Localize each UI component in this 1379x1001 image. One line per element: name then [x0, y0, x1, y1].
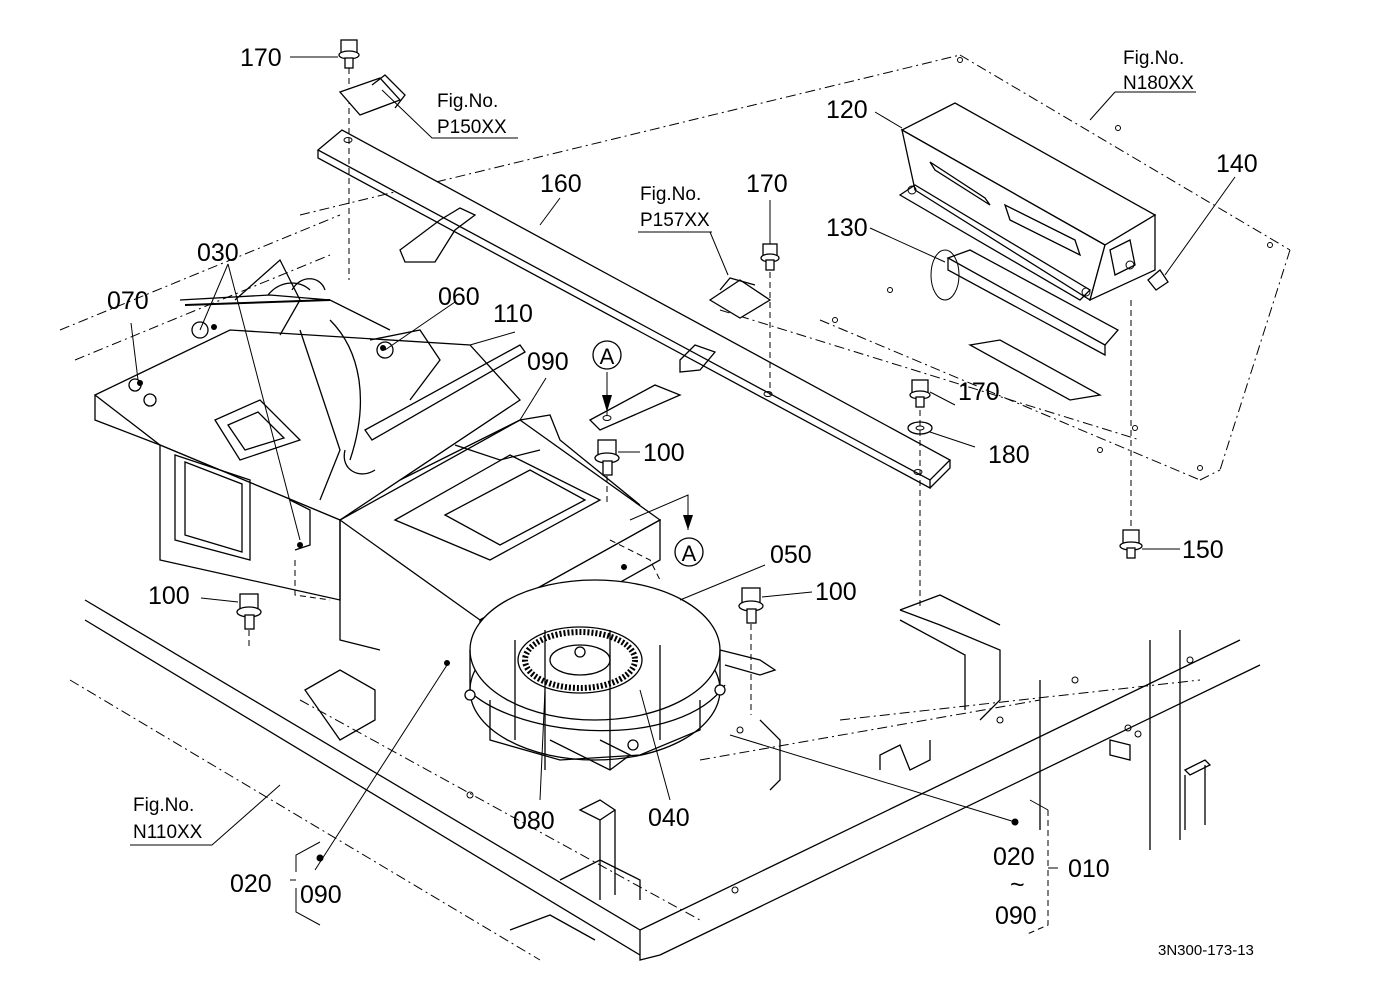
figure-ref-p157: Fig.No. P157XX	[640, 184, 710, 231]
figure-ref-line1: Fig.No.	[640, 184, 701, 205]
cab-floor-frame	[59, 54, 1291, 961]
figure-ref-line2: P150XX	[437, 117, 507, 138]
label-170: 170	[958, 378, 1000, 406]
label-130: 130	[826, 214, 868, 242]
label-120: 120	[826, 96, 868, 124]
view-marker-label: A	[600, 344, 615, 369]
bolt-170-right	[899, 379, 1001, 626]
label-170: 170	[240, 44, 282, 72]
part-130-seal	[930, 249, 1120, 357]
fan-blades	[522, 629, 638, 691]
label-range-tilde: ~	[1010, 871, 1025, 899]
drawing-code: 3N300-173-13	[1158, 942, 1254, 959]
label-080: 080	[513, 807, 555, 835]
label-010: 010	[1068, 855, 1110, 883]
bolt-170-middle	[708, 243, 780, 395]
label-060: 060	[438, 283, 480, 311]
label-150: 150	[1182, 536, 1224, 564]
view-marker-a-top: A	[592, 340, 622, 370]
floor-plate-right	[832, 57, 1273, 471]
label-050: 050	[770, 541, 812, 569]
label-030: 030	[197, 239, 239, 267]
figure-ref-line1: Fig.No.	[437, 91, 498, 112]
part-labels: 170 160 170 120 130 140 030 070 060 110 …	[107, 44, 1258, 930]
label-090: 090	[300, 881, 342, 909]
bolt-100-right	[738, 587, 764, 715]
bolt-100-left	[236, 593, 262, 648]
view-marker-a-bottom: A	[674, 537, 704, 567]
bolt-100-center	[594, 439, 620, 505]
blower-fan-assembly	[464, 579, 777, 771]
label-040: 040	[648, 804, 690, 832]
label-020: 020	[993, 843, 1035, 871]
figure-ref-n180: Fig.No. N180XX	[1123, 48, 1194, 94]
figure-ref-p150: Fig.No. P150XX	[437, 91, 507, 138]
label-070: 070	[107, 287, 149, 315]
leader-lines	[130, 56, 1236, 936]
label-160: 160	[540, 170, 582, 198]
view-marker-label: A	[682, 541, 697, 566]
figure-ref-line2: P157XX	[640, 210, 710, 231]
label-100: 100	[148, 582, 190, 610]
label-090: 090	[995, 902, 1037, 930]
label-170: 170	[746, 170, 788, 198]
bolt-150	[1119, 300, 1143, 559]
figure-ref-n110: Fig.No. N110XX	[133, 795, 203, 843]
label-180: 180	[988, 441, 1030, 469]
label-140: 140	[1216, 150, 1258, 178]
figure-ref-line1: Fig.No.	[133, 795, 194, 816]
figure-ref-line1: Fig.No.	[1123, 48, 1184, 69]
label-020: 020	[230, 870, 272, 898]
label-090: 090	[527, 348, 569, 376]
figure-ref-line2: N180XX	[1123, 73, 1194, 94]
bolt-170-top	[338, 39, 406, 280]
part-120-duct	[898, 102, 1157, 302]
label-110: 110	[493, 300, 533, 328]
part-140-clip	[1147, 269, 1169, 291]
label-100: 100	[815, 578, 857, 606]
label-100: 100	[643, 439, 685, 467]
part-160-bracket	[316, 129, 952, 490]
figure-ref-line2: N110XX	[133, 822, 203, 843]
